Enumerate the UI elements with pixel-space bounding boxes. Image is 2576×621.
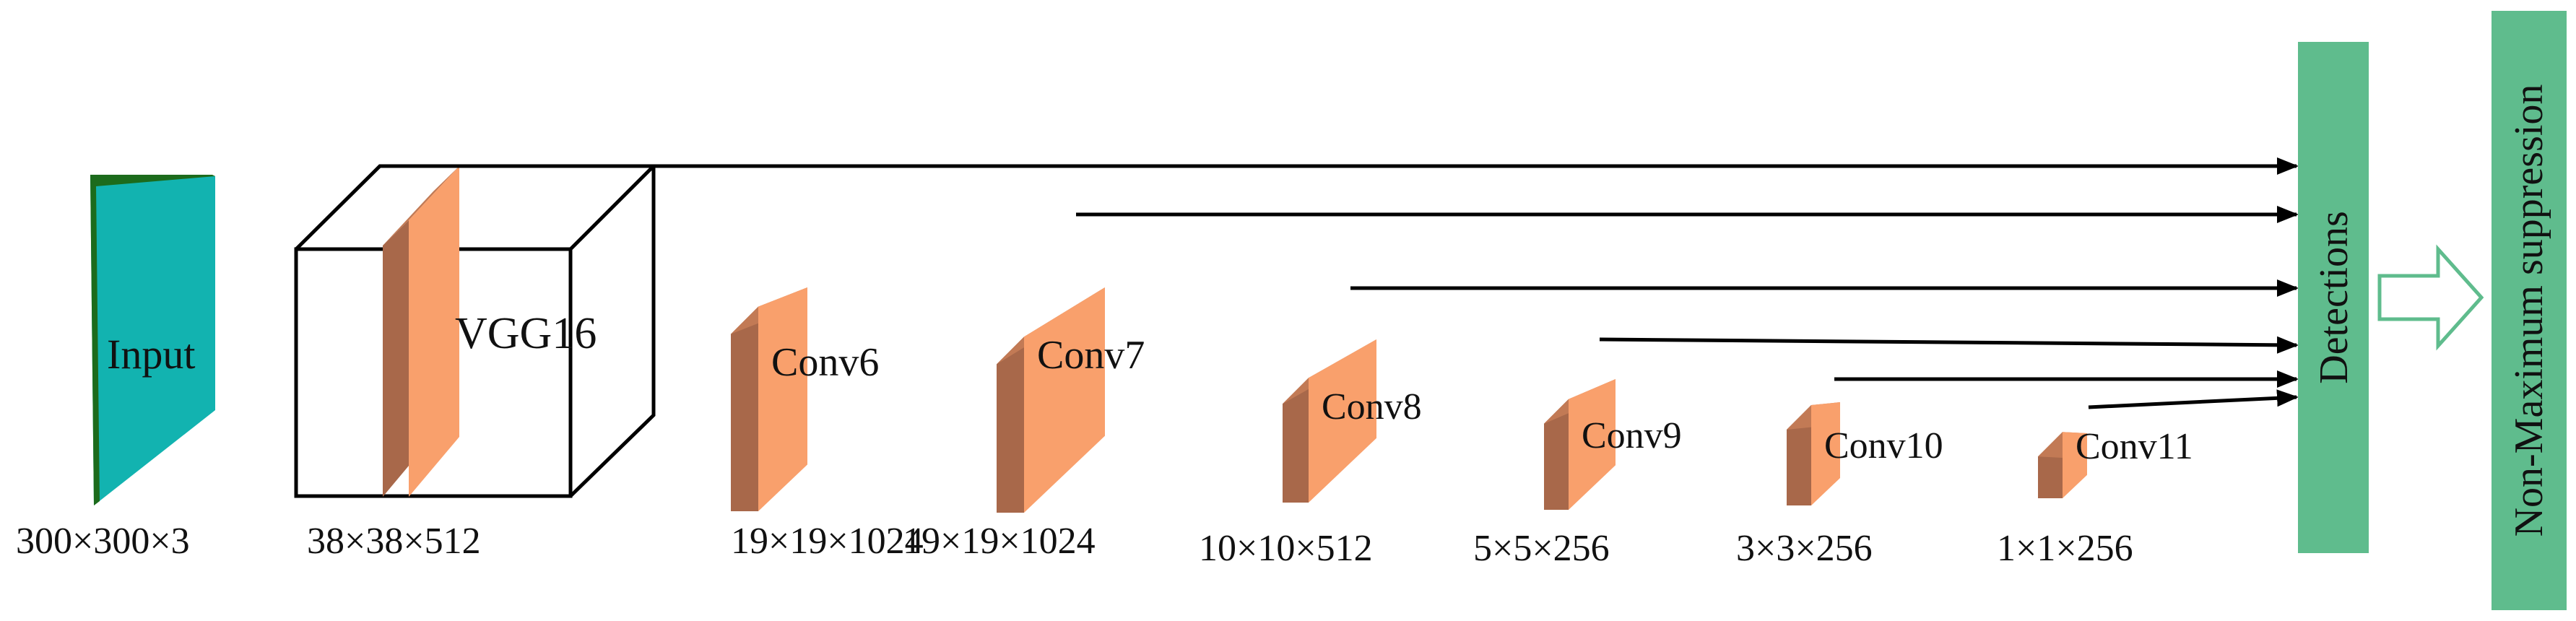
conv6-label: Conv6 <box>771 340 879 385</box>
conv9-label: Conv9 <box>1582 415 1682 456</box>
vgg16-map-front <box>409 166 459 497</box>
conv8-map-front <box>1309 339 1376 503</box>
detections-bar <box>2298 42 2369 553</box>
conv7-label: Conv7 <box>1037 333 1145 378</box>
conv10-map-front <box>1811 402 1840 505</box>
conv11-dims: 1×1×256 <box>1997 528 2133 569</box>
conv6-dims: 19×19×1024 <box>731 521 924 562</box>
nms-block: Non-Maximum suppression <box>2492 11 2567 610</box>
conv6-map-side <box>731 306 758 511</box>
nms-bar <box>2492 11 2567 610</box>
input-image-face <box>90 175 215 505</box>
hollow-right-arrow-icon <box>2377 244 2484 351</box>
nms-label: Non-Maximum suppression <box>2507 84 2551 537</box>
input-dims: 300×300×3 <box>16 521 190 562</box>
conv9-dims: 5×5×256 <box>1473 528 1610 569</box>
conv11-to-detections-arrow <box>2088 389 2299 409</box>
conv7-map-front <box>1024 287 1105 513</box>
conv6-map-front <box>758 287 807 511</box>
conv11-map-front <box>2063 432 2087 498</box>
conv9-map-front <box>1569 379 1616 510</box>
conv11-block: Conv11 <box>2038 426 2193 498</box>
conv8-dims: 10×10×512 <box>1199 528 1373 569</box>
conv8-map-side <box>1283 378 1309 503</box>
connections <box>380 157 2299 409</box>
conv10-block: Conv10 <box>1787 402 1943 505</box>
vgg16-label: VGG16 <box>455 309 597 358</box>
detections-block: Detections <box>2298 42 2369 553</box>
conv10-label: Conv10 <box>1824 425 1943 466</box>
vgg16-cube-side <box>569 166 656 498</box>
conv10-dims: 3×3×256 <box>1736 528 1873 569</box>
conv-layers: Conv6 19×19×1024 Conv7 19×19×1024 Conv8 10×10… <box>731 287 2193 569</box>
conv9-map-side <box>1544 399 1569 510</box>
conv7-block: Conv7 <box>997 287 1145 513</box>
conv11-label: Conv11 <box>2076 426 2193 467</box>
conv10-map-side <box>1787 405 1811 505</box>
conv9-block: Conv9 <box>1544 379 1682 510</box>
conv6-block: Conv6 <box>731 287 879 511</box>
conv7-dims: 19×19×1024 <box>903 521 1096 562</box>
vgg16-map-top <box>383 166 459 246</box>
conv9-to-detections-arrow <box>1599 336 2299 354</box>
input-label: Input <box>107 331 195 378</box>
vgg16-map-side <box>383 220 409 497</box>
conv8-block: Conv8 <box>1283 339 1422 503</box>
vgg16-dims: 38×38×512 <box>307 521 481 562</box>
input-image: Input <box>90 175 215 505</box>
vgg16-cube-top <box>295 164 659 251</box>
vgg16-block: VGG16 <box>294 164 659 498</box>
conv8-label: Conv8 <box>1322 386 1422 427</box>
detections-label: Detections <box>2312 211 2356 383</box>
conv7-map-side <box>997 336 1024 513</box>
